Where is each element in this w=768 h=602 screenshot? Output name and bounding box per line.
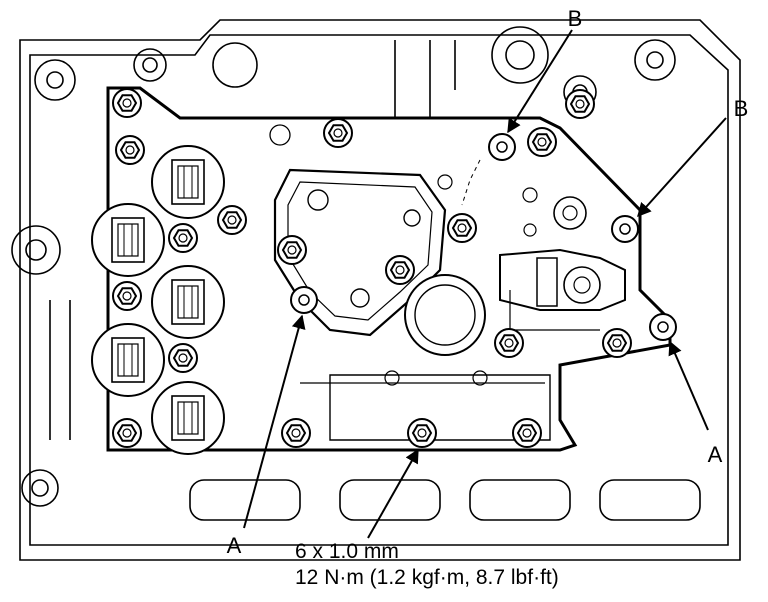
- bolt: [385, 255, 415, 285]
- bolt: [527, 127, 557, 157]
- bolt: [115, 135, 145, 165]
- valve-body: [106, 86, 672, 452]
- bolt: [565, 89, 595, 119]
- label-a-right: A: [708, 442, 723, 467]
- label-b-right: B: [734, 96, 749, 121]
- bolt: [277, 235, 307, 265]
- bolt: [494, 328, 524, 358]
- bolt: [112, 281, 142, 311]
- bolt: [217, 205, 247, 235]
- bolt: [112, 88, 142, 118]
- bolt: [407, 418, 437, 448]
- bolt: [168, 343, 198, 373]
- bolt: [323, 118, 353, 148]
- bolt: [602, 328, 632, 358]
- bolt: [281, 418, 311, 448]
- bolt: [512, 418, 542, 448]
- torque-spec-text: 12 N·m (1.2 kgf·m, 8.7 lbf·ft): [295, 566, 559, 589]
- dowel-pin-b-right: [611, 215, 639, 243]
- leader-b-right: [637, 117, 727, 218]
- leader-a-left: [243, 314, 306, 529]
- leader-spec: [367, 448, 419, 539]
- dowel-pin-a-left: [290, 286, 318, 314]
- leader-a-right: [668, 340, 709, 431]
- bolt: [447, 213, 477, 243]
- dowel-pins: [290, 133, 677, 341]
- bolt-size-text: 6 x 1.0 mm: [295, 540, 399, 563]
- label-b-top: B: [568, 6, 583, 31]
- dowel-pin-b-top: [488, 133, 516, 161]
- label-a-left: A: [227, 533, 242, 558]
- leader-lines: [243, 29, 727, 539]
- leader-b-top: [507, 29, 573, 134]
- bolt: [168, 223, 198, 253]
- bolt: [112, 418, 142, 448]
- dowel-pin-a-right: [649, 313, 677, 341]
